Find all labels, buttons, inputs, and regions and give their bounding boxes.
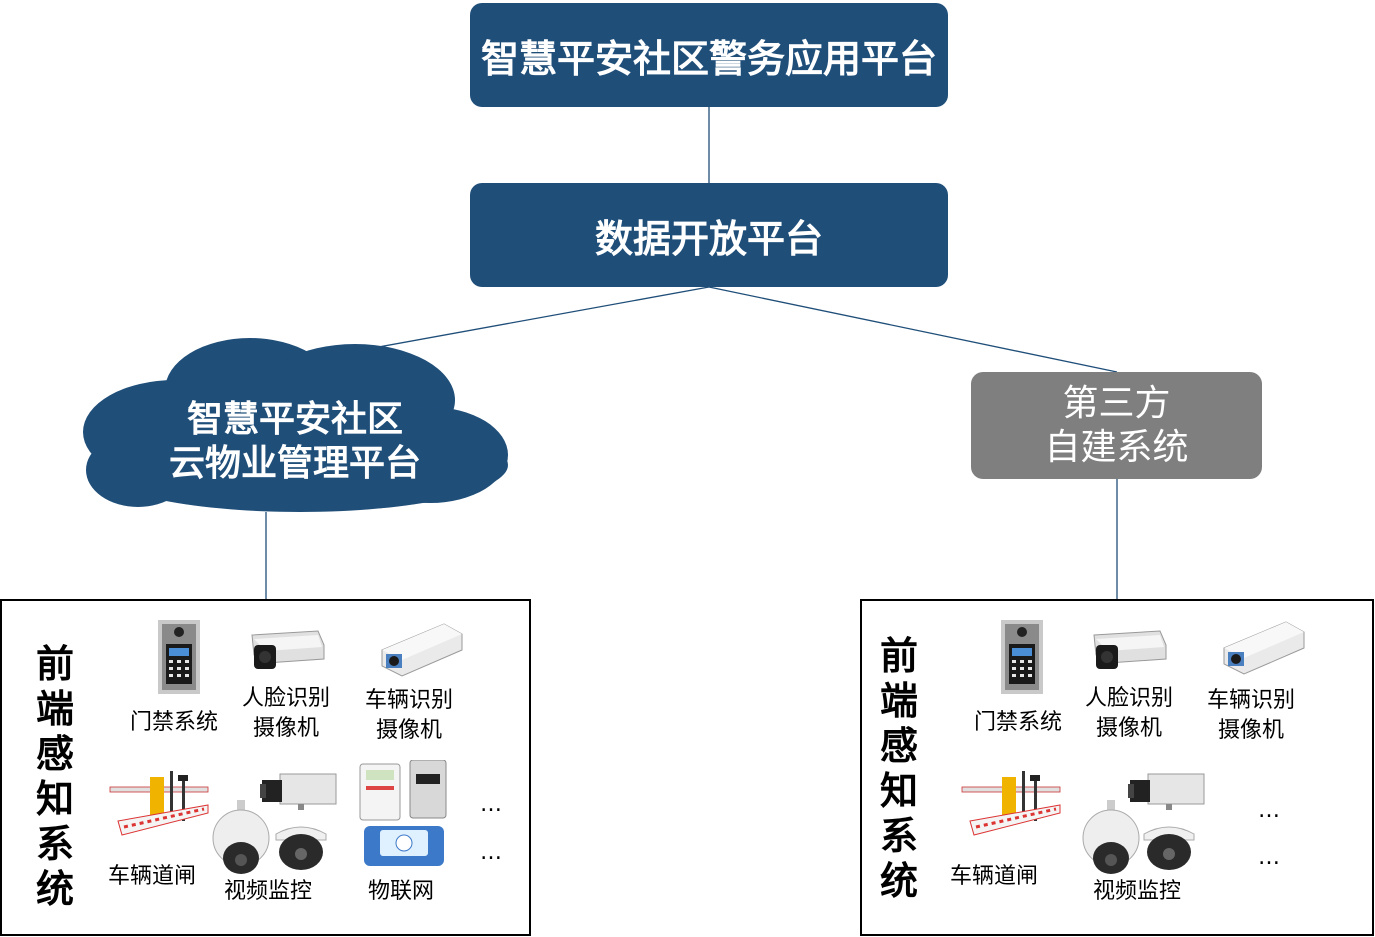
door-access-panel-icon <box>1001 620 1043 694</box>
vehicle-camera-line2: 摄像机 <box>376 718 443 743</box>
more-devices-left-2: … <box>480 840 503 865</box>
video-monitor-label: 视频监控 <box>1093 879 1182 904</box>
face-camera-line2: 摄像机 <box>1096 716 1163 741</box>
more-devices-right-2: … <box>1258 845 1281 870</box>
gun-camera-icon <box>1128 773 1205 810</box>
third-party-line2: 自建系统 <box>1044 426 1189 468</box>
open-data-platform-node: 数据开放平台 <box>470 183 948 287</box>
title-char: 感 <box>35 732 74 776</box>
dome-camera-icon <box>212 800 270 874</box>
face-camera-line1: 人脸识别 <box>242 686 331 711</box>
vehicle-camera-label: 车辆识别 摄像机 <box>365 686 453 746</box>
cloud-platform-line1: 智慧平安社区 <box>186 399 403 440</box>
access-control-label: 门禁系统 <box>130 710 219 735</box>
bullet-camera-icon <box>1093 630 1167 669</box>
barrier-gate-label: 车辆道闸 <box>950 864 1039 889</box>
title-char: 前 <box>35 642 74 686</box>
dome-camera-icon <box>1082 800 1140 874</box>
face-camera-line2: 摄像机 <box>253 716 320 741</box>
box-camera-icon <box>381 623 463 677</box>
mini-dome-camera-icon <box>1143 826 1195 870</box>
police-platform-node: 智慧平安社区警务应用平台 <box>470 3 948 107</box>
title-char: 知 <box>35 777 74 821</box>
open-data-platform-label: 数据开放平台 <box>594 216 823 261</box>
vehicle-camera-label: 车辆识别 摄像机 <box>1207 686 1295 746</box>
more-devices-right-1: … <box>1258 798 1281 823</box>
title-char: 端 <box>35 687 74 731</box>
more-devices-left-1: … <box>480 792 503 817</box>
title-char: 端 <box>879 679 918 723</box>
third-party-line1: 第三方 <box>1062 382 1171 424</box>
face-camera-line1: 人脸识别 <box>1085 686 1174 711</box>
bullet-camera-icon <box>251 630 325 669</box>
title-char: 感 <box>879 724 918 768</box>
meter-icon <box>359 760 447 866</box>
title-char: 统 <box>879 859 918 903</box>
mini-dome-camera-icon <box>275 826 327 870</box>
police-platform-label: 智慧平安社区警务应用平台 <box>480 36 937 81</box>
vehicle-camera-line1: 车辆识别 <box>365 688 454 713</box>
gun-camera-icon <box>260 773 337 810</box>
box-camera-icon <box>1223 621 1305 675</box>
vehicle-camera-line2: 摄像机 <box>1218 718 1285 743</box>
front-title-left: 前 端 感 知 系 统 <box>30 642 80 912</box>
title-char: 统 <box>35 867 74 911</box>
barrier-gate-icon <box>961 771 1061 836</box>
front-title-right: 前 端 感 知 系 统 <box>874 634 924 904</box>
access-control-label: 门禁系统 <box>974 710 1063 735</box>
title-char: 系 <box>879 814 918 858</box>
door-access-panel-icon <box>158 620 200 694</box>
iot-label: 物联网 <box>368 879 435 904</box>
connector-open-to-cloud <box>317 286 710 359</box>
video-monitor-label: 视频监控 <box>224 879 313 904</box>
connector-open-to-third <box>708 286 1118 373</box>
face-camera-label: 人脸识别 摄像机 <box>1085 684 1173 744</box>
cloud-platform-label: 智慧平安社区 云物业管理平台 <box>130 398 460 486</box>
barrier-gate-icon <box>109 771 209 836</box>
title-char: 知 <box>879 769 918 813</box>
third-party-node: 第三方 自建系统 <box>971 372 1262 479</box>
vehicle-camera-line1: 车辆识别 <box>1207 688 1296 713</box>
title-char: 系 <box>35 822 74 866</box>
title-char: 前 <box>879 634 918 678</box>
cloud-shape <box>83 338 508 512</box>
cloud-platform-line2: 云物业管理平台 <box>168 443 421 484</box>
face-camera-label: 人脸识别 摄像机 <box>242 684 330 744</box>
barrier-gate-label: 车辆道闸 <box>108 864 197 889</box>
